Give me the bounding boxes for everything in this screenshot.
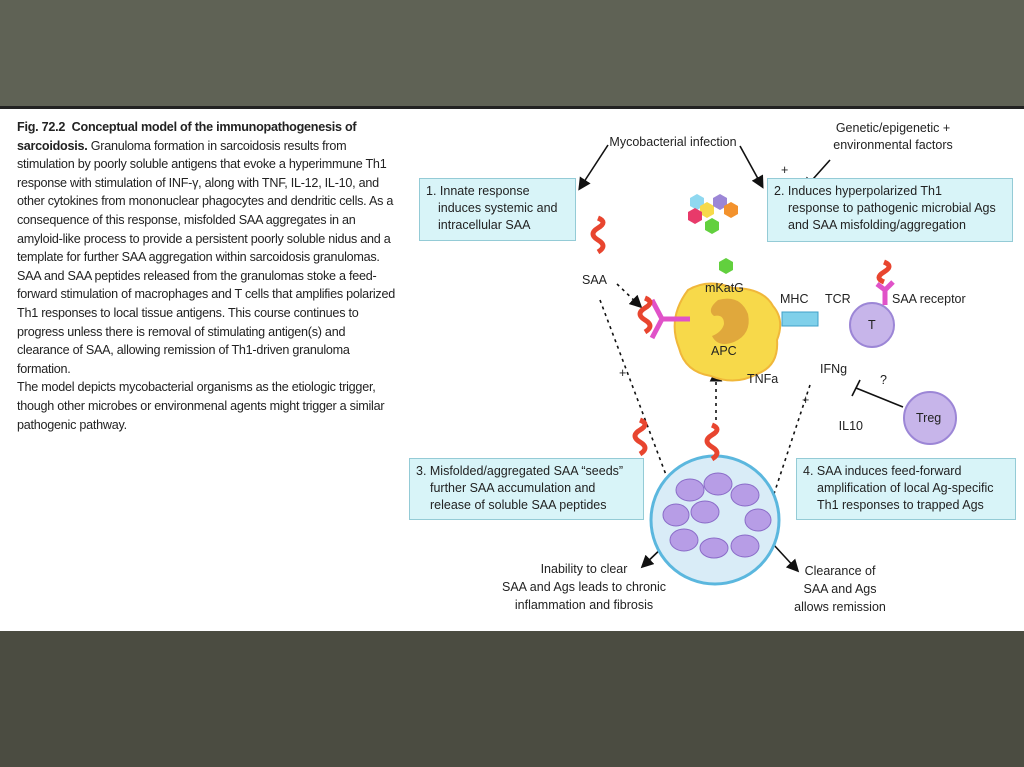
slide-top-band: [0, 0, 1024, 106]
granuloma-cells: [662, 472, 772, 559]
box-line: and SAA misfolding/aggregation: [788, 218, 966, 232]
box-line: Th1 responses to trapped Ags: [817, 498, 984, 512]
box-line: intracellular SAA: [438, 218, 531, 232]
plus-sign: +: [781, 163, 789, 177]
saa-label: SAA: [582, 273, 608, 287]
tcr-label: TCR: [825, 292, 851, 306]
outcome-remission: Clearance of: [804, 564, 876, 578]
step-2-box: 2. Induces hyperpolarized Th1 response t…: [767, 178, 1013, 242]
figure-caption: Fig. 72.2 Conceptual model of the immuno…: [17, 118, 397, 434]
trigger-genetic: Genetic/epigenetic +: [835, 121, 951, 135]
figure-number: Fig. 72.2: [17, 120, 66, 134]
outcome-chronic: Inability to clear: [540, 562, 628, 576]
box-line: response to pathogenic microbial Ags: [788, 201, 996, 215]
box-line: release of soluble SAA peptides: [430, 498, 607, 512]
t-cell-label: T: [868, 318, 876, 332]
box-line: 2. Induces hyperpolarized Th1: [774, 184, 942, 198]
t-cell: [849, 302, 895, 348]
tnfa-label: TNFa: [747, 372, 779, 386]
outcome-remission: SAA and Ags: [803, 582, 877, 596]
outcome-remission: allows remission: [794, 600, 886, 614]
saa-receptor-label: SAA receptor: [892, 292, 966, 306]
step-1-box: 1. Innate response induces systemic and …: [419, 178, 576, 241]
box-line: 1. Innate response: [426, 184, 530, 198]
step-3-box: 3. Misfolded/aggregated SAA “seeds” furt…: [409, 458, 644, 520]
apc-label: APC: [711, 344, 737, 358]
mkatg-label: mKatG: [705, 281, 744, 295]
inhibition-line: [855, 387, 904, 408]
apc-nucleus: [710, 298, 749, 344]
question-label: ?: [880, 373, 887, 387]
il10-label: IL10: [838, 419, 863, 433]
outcome-chronic: SAA and Ags leads to chronic: [502, 580, 666, 594]
treg-label: Treg: [916, 411, 942, 425]
treg-cell: [903, 391, 957, 445]
box-line: amplification of local Ag-specific: [817, 481, 994, 495]
mhc-tcr-complex: [781, 311, 819, 327]
outcome-chronic: inflammation and fibrosis: [514, 598, 654, 612]
ifng-label: IFNg: [820, 362, 848, 376]
box-line: induces systemic and: [438, 201, 558, 215]
saa-protein-icon: [637, 295, 653, 335]
slide-bottom-band: [0, 631, 1024, 767]
plus-sign: +: [619, 366, 627, 380]
dashed-arrows: [599, 283, 811, 516]
box-line: 3. Misfolded/aggregated SAA “seeds”: [416, 464, 624, 478]
saa-aggregate-icon: [632, 417, 648, 457]
mkatg-hexagons: [688, 194, 738, 274]
mhc-label: MHC: [780, 292, 809, 306]
saa-peptide-icon: [704, 422, 720, 462]
figure-title: Conceptual model of the immunopathogenes…: [17, 120, 357, 153]
trigger-environment: environmental factors: [833, 138, 953, 152]
trigger-infection: Mycobacterial infection: [609, 135, 737, 149]
box-line: 4. SAA induces feed-forward: [803, 464, 962, 478]
caption-note: The model depicts mycobacterial organism…: [17, 380, 385, 432]
saa-receptor-icon: [875, 280, 895, 305]
plus-sign: +: [802, 393, 810, 407]
slide-divider: [0, 106, 1024, 109]
box-line: further SAA accumulation and: [430, 481, 596, 495]
caption-body: Granuloma formation in sarcoidosis resul…: [17, 138, 395, 376]
saa-protein-icon: [590, 215, 606, 255]
step-4-box: 4. SAA induces feed-forward amplificatio…: [796, 458, 1016, 520]
